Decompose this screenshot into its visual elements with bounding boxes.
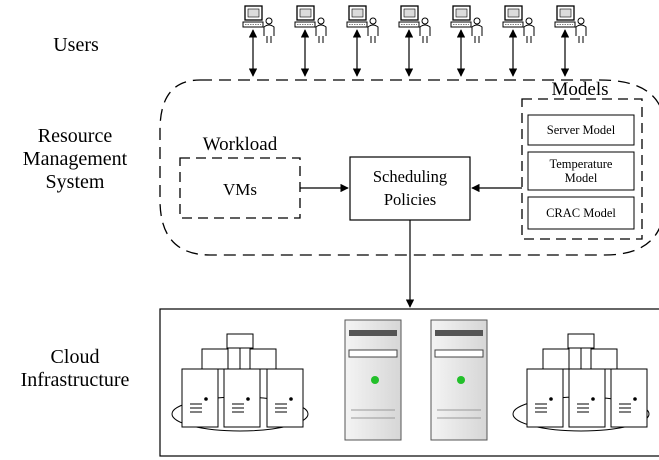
tower-server-1 xyxy=(344,319,402,441)
users-label-text: Users xyxy=(53,34,99,56)
server-cluster-right xyxy=(512,333,650,432)
model-item-label: Temperature xyxy=(550,157,613,171)
user-terminal-icon xyxy=(450,5,483,43)
cloud-infrastructure-box xyxy=(159,308,659,457)
model-item-label: Model xyxy=(565,171,598,185)
cloud-label-line1: Cloud xyxy=(50,346,100,368)
users-label: Users xyxy=(40,34,112,57)
server-cluster-left xyxy=(171,333,309,432)
models-title: Models xyxy=(552,79,609,100)
model-item: CRAC Model xyxy=(527,196,635,230)
model-item-label: CRAC Model xyxy=(546,206,616,220)
scheduling-label-line2: Policies xyxy=(384,190,436,209)
vms-label: VMs xyxy=(223,180,257,199)
scheduling-label-line1: Scheduling xyxy=(373,167,447,186)
rms-label-line1: Resource xyxy=(37,125,113,147)
model-item: Server Model xyxy=(527,114,635,146)
users-group xyxy=(242,5,587,77)
user-terminal-icon xyxy=(554,5,587,43)
rms-label-line3: System xyxy=(45,171,105,193)
resource-management-system-label: Resource Management System xyxy=(5,125,145,194)
rms-label-line2: Management xyxy=(22,148,128,170)
scheduling-policies-box xyxy=(349,156,471,221)
model-item-label: Server Model xyxy=(547,123,616,137)
cloud-infrastructure-label: Cloud Infrastructure xyxy=(5,346,145,392)
user-terminal-icon xyxy=(242,5,275,43)
user-terminal-icon xyxy=(398,5,431,43)
resource-management-region xyxy=(159,79,659,256)
user-terminal-icon xyxy=(346,5,379,43)
workload-title: Workload xyxy=(203,134,278,155)
user-terminal-icon xyxy=(294,5,327,43)
user-terminal-icon xyxy=(502,5,535,43)
tower-server-2 xyxy=(430,319,488,441)
cloud-label-line2: Infrastructure xyxy=(20,369,130,391)
